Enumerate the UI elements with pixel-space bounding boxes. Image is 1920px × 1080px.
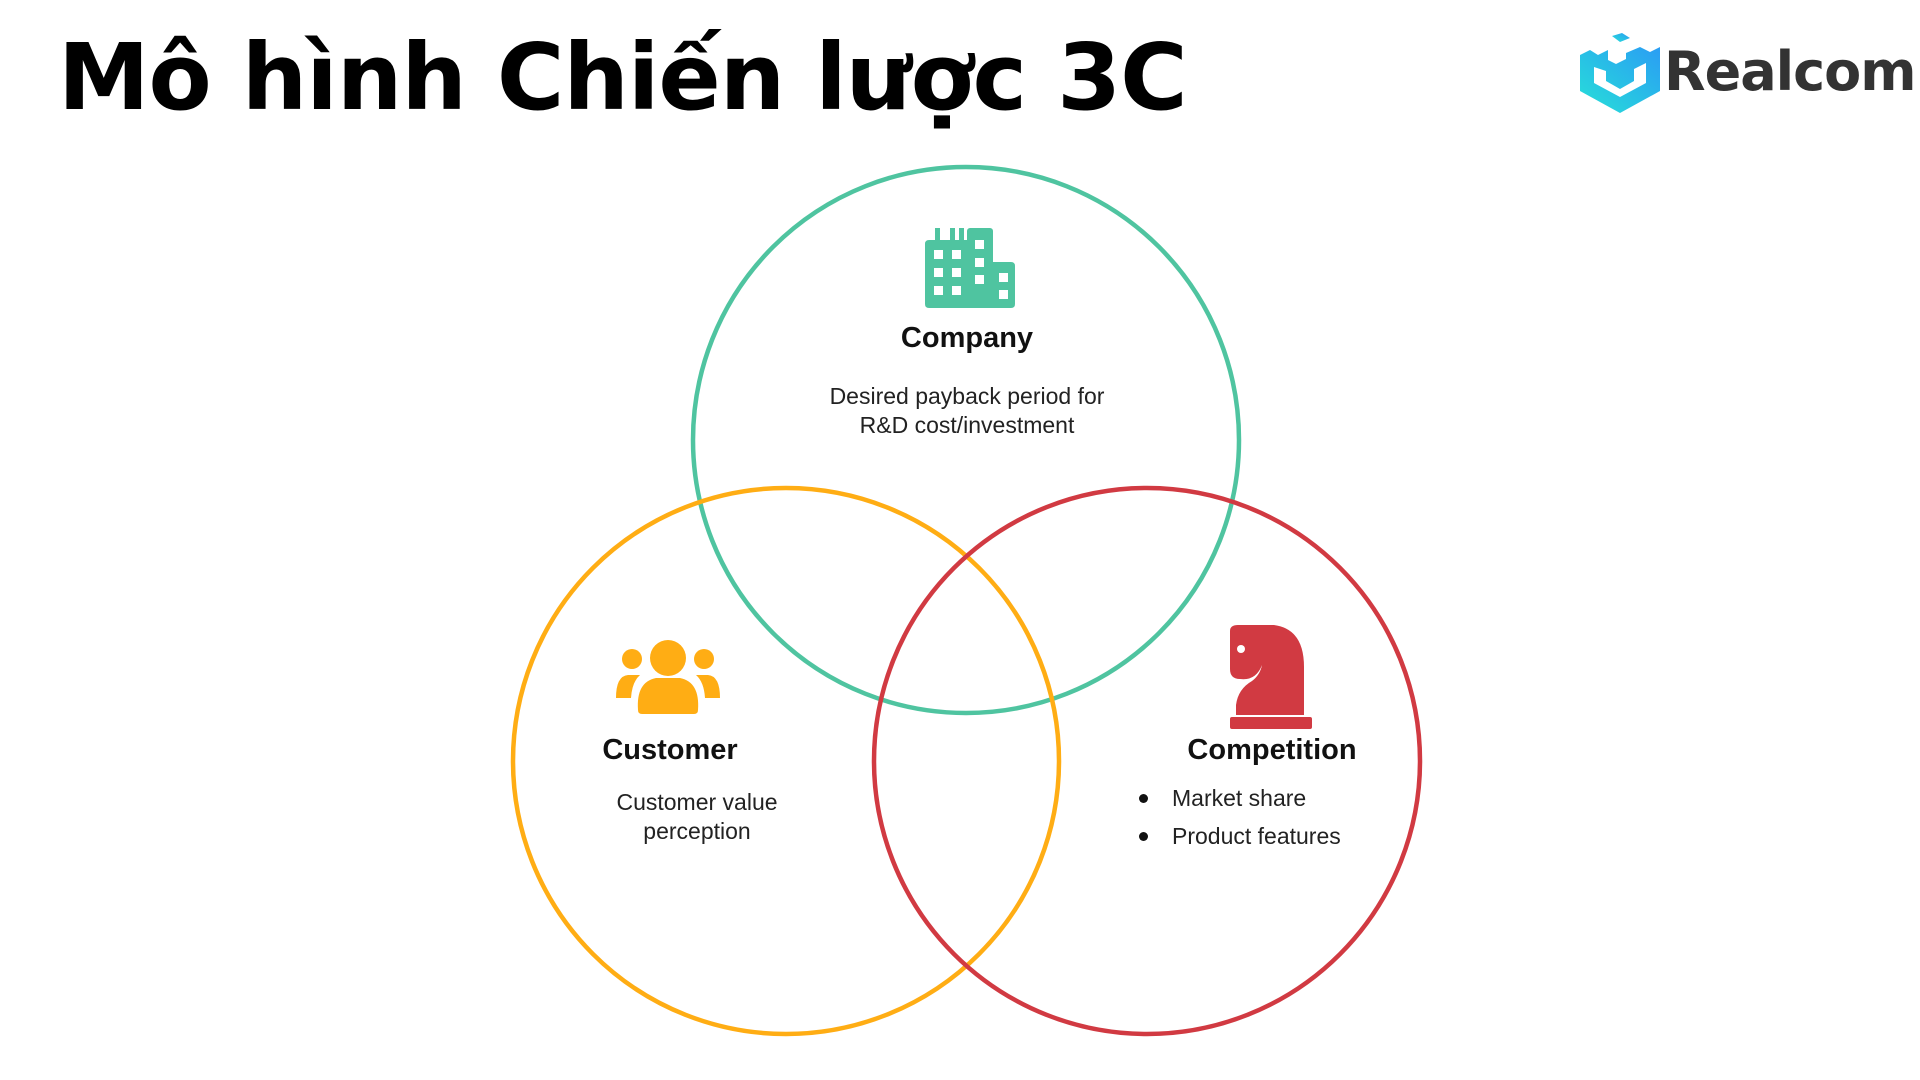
bullet-icon (1139, 794, 1148, 803)
building-icon (925, 228, 1015, 308)
logo-text: Realcom (1664, 40, 1917, 103)
company-description-line: R&D cost/investment (859, 412, 1075, 438)
customer-label: Customer (602, 734, 738, 766)
company-circle (690, 164, 1242, 716)
realcom-logo: Realcom (1578, 33, 1917, 115)
list-item: Product features (1136, 822, 1341, 860)
customer-description-line: Customer value (616, 789, 778, 815)
company-description: Desired payback period for R&D cost/inve… (767, 382, 1167, 440)
users-icon (616, 640, 720, 714)
company-description-line: Desired payback period for (829, 383, 1105, 409)
customer-description: Customer value perception (597, 788, 797, 846)
competition-bullet-list: Market share Product features (1136, 784, 1341, 860)
customer-circle (510, 485, 1062, 1037)
competition-circle (871, 485, 1423, 1037)
cube-logo-icon (1580, 33, 1660, 113)
company-label: Company (900, 322, 1034, 354)
competition-label: Competition (1187, 734, 1357, 766)
bullet-icon (1139, 832, 1148, 841)
bullet-text: Product features (1172, 823, 1341, 849)
bullet-text: Market share (1172, 785, 1307, 811)
customer-description-line: perception (643, 818, 751, 844)
list-item: Market share (1136, 784, 1341, 822)
chess-knight-icon (1230, 625, 1312, 729)
page-title: Mô hình Chiến lược 3C (58, 24, 1188, 131)
